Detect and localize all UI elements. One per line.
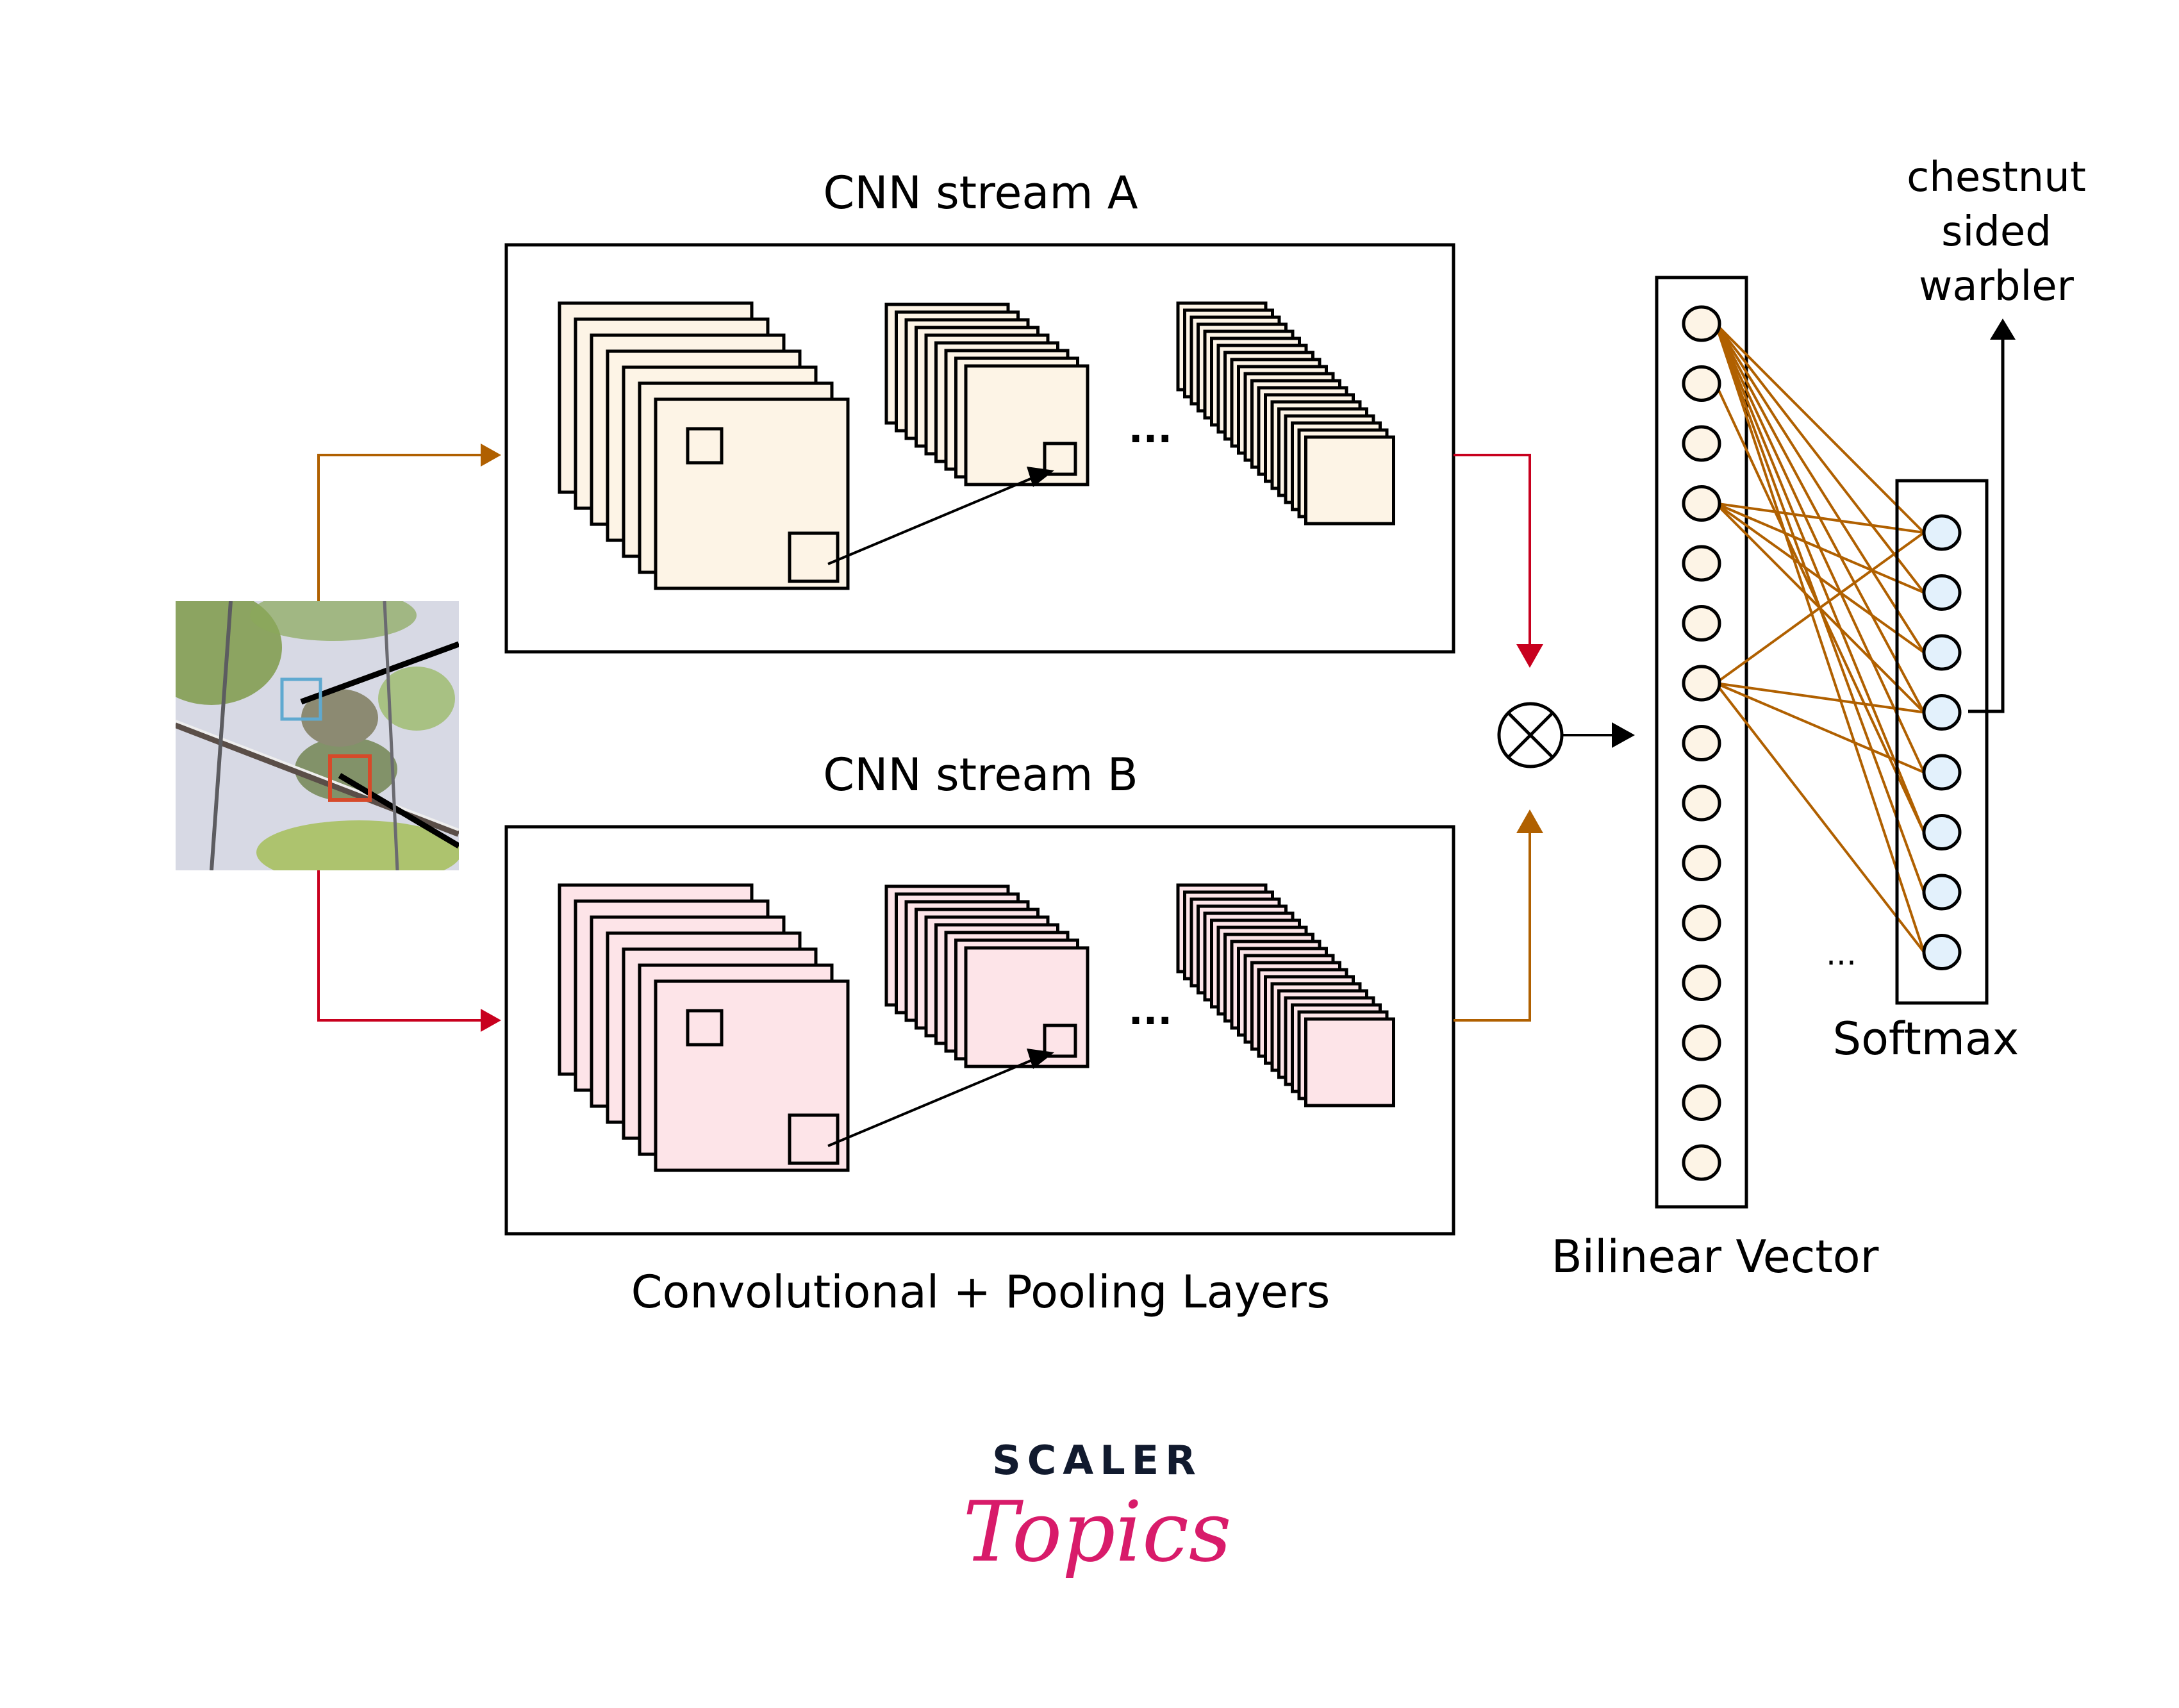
connection-edge bbox=[1714, 322, 1925, 654]
outer-product-operator-icon bbox=[1497, 702, 1564, 768]
arrow-input-to-stream-a bbox=[317, 444, 501, 601]
stream-b-box bbox=[504, 825, 1455, 1236]
stream-a-box bbox=[504, 243, 1455, 654]
attention-box-blue bbox=[280, 677, 322, 721]
feature-map-stack-3 bbox=[1176, 883, 1395, 1107]
output-class-line-1: chestnut bbox=[1907, 154, 2086, 201]
bilinear-node bbox=[1682, 425, 1721, 462]
bilinear-node bbox=[1682, 1144, 1721, 1181]
convolution-arrowhead bbox=[1027, 1049, 1054, 1069]
scaler-topics-logo: SCALER Topics bbox=[963, 1437, 1231, 1580]
bilinear-vector-nodes bbox=[1682, 305, 1721, 1181]
feature-map-stack-1 bbox=[558, 301, 850, 590]
brand-scaler-text: SCALER bbox=[992, 1437, 1202, 1484]
bilinear-node bbox=[1682, 365, 1721, 402]
connection-edge bbox=[1714, 322, 1925, 534]
receptive-field-large bbox=[788, 1113, 840, 1165]
pooled-region bbox=[1043, 1024, 1077, 1058]
softmax-caption: Softmax bbox=[1833, 1013, 2019, 1065]
bilinear-node bbox=[1682, 965, 1721, 1001]
arrow-operator-to-bilinear-vector bbox=[1562, 722, 1635, 748]
softmax-nodes bbox=[1922, 514, 1962, 970]
convolution-arrowhead bbox=[1027, 467, 1054, 487]
bilinear-node bbox=[1682, 545, 1721, 582]
feature-map-stack-2 bbox=[884, 884, 1090, 1068]
arrow-softmax-to-output bbox=[1968, 319, 2016, 713]
connection-edge bbox=[1714, 682, 1925, 953]
softmax-ellipsis: ... bbox=[1826, 935, 1857, 972]
brand-topics-text: Topics bbox=[963, 1483, 1231, 1580]
feature-map bbox=[964, 946, 1090, 1068]
feature-map bbox=[964, 364, 1090, 486]
feature-map bbox=[1304, 1017, 1395, 1107]
bilinear-node bbox=[1682, 485, 1721, 522]
attention-box-red bbox=[328, 754, 372, 802]
feature-map-stack-2 bbox=[884, 303, 1090, 486]
softmax-box bbox=[1895, 479, 1989, 1005]
receptive-field-small bbox=[686, 427, 724, 465]
feature-map-stack-1 bbox=[558, 883, 850, 1172]
arrow-input-to-stream-b bbox=[317, 870, 501, 1032]
output-class-line-2: sided bbox=[1941, 208, 2051, 256]
stream-b-ellipsis: ... bbox=[1129, 989, 1172, 1034]
bilinear-node bbox=[1682, 725, 1721, 761]
bilinear-node bbox=[1682, 1084, 1721, 1121]
input-bird-image bbox=[176, 601, 459, 870]
bilinear-node bbox=[1682, 904, 1721, 941]
convolution-arrow bbox=[827, 474, 1039, 565]
bilinear-node bbox=[1682, 784, 1721, 822]
feature-map bbox=[1304, 435, 1395, 526]
softmax-node bbox=[1922, 574, 1962, 611]
output-class-line-3: warbler bbox=[1919, 263, 2075, 310]
softmax-node bbox=[1922, 874, 1962, 911]
bilinear-node bbox=[1682, 1024, 1721, 1061]
pooled-region bbox=[1043, 442, 1077, 476]
stream-a-title: CNN stream A bbox=[823, 167, 1138, 219]
bilinear-node bbox=[1682, 845, 1721, 881]
bilinear-vector-box bbox=[1655, 276, 1748, 1209]
stream-a-ellipsis: ... bbox=[1129, 407, 1172, 452]
receptive-field-small bbox=[686, 1009, 724, 1047]
stream-b-feature-maps bbox=[558, 883, 1395, 1172]
feature-map bbox=[654, 397, 850, 590]
softmax-node bbox=[1922, 634, 1962, 671]
softmax-node bbox=[1922, 514, 1962, 551]
bilinear-vector-caption: Bilinear Vector bbox=[1552, 1231, 1879, 1283]
receptive-field-large bbox=[788, 531, 840, 583]
bilinear-node bbox=[1682, 665, 1721, 702]
connection-edge bbox=[1714, 323, 1925, 953]
bilinear-node bbox=[1682, 305, 1721, 342]
connection-edge bbox=[1714, 531, 1925, 684]
softmax-node bbox=[1922, 814, 1962, 850]
convolution-arrow bbox=[827, 1056, 1039, 1147]
connection-edge bbox=[1715, 682, 1925, 714]
softmax-node bbox=[1922, 754, 1962, 791]
fully-connected-edges bbox=[1714, 322, 1925, 953]
arrow-stream-b-to-operator bbox=[1454, 809, 1543, 1022]
softmax-node bbox=[1922, 934, 1962, 970]
feature-map-stack-3 bbox=[1176, 301, 1395, 526]
conv-pool-caption: Convolutional + Pooling Layers bbox=[631, 1266, 1330, 1318]
softmax-node-selected bbox=[1922, 694, 1962, 731]
connection-edge bbox=[1715, 682, 1925, 774]
connection-edge bbox=[1715, 502, 1925, 594]
arrow-stream-a-to-operator bbox=[1454, 454, 1543, 668]
feature-map bbox=[654, 979, 850, 1172]
stream-a-feature-maps bbox=[558, 301, 1395, 590]
bilinear-node bbox=[1682, 605, 1721, 642]
connection-edge bbox=[1714, 322, 1925, 593]
stream-b-title: CNN stream B bbox=[823, 749, 1138, 801]
connection-edge bbox=[1715, 502, 1925, 534]
connection-edge bbox=[1714, 502, 1925, 654]
